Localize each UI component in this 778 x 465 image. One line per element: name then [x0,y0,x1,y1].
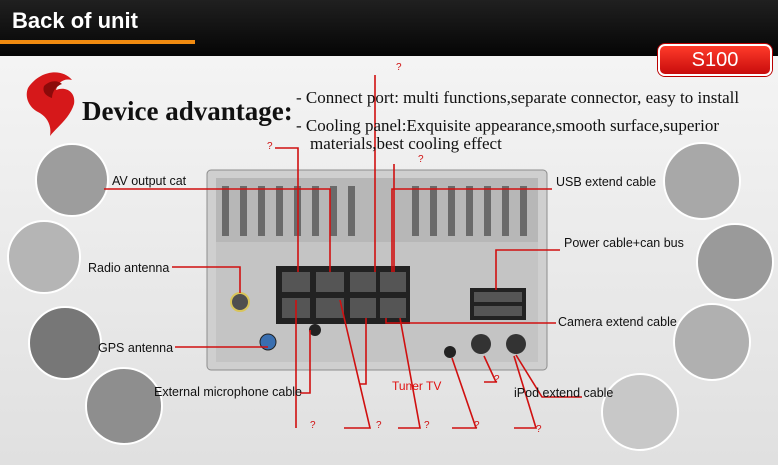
title-underline [0,40,195,44]
question-callout: ? [396,62,402,73]
gps-antenna-port [259,333,277,351]
usb-cable-thumbnail [663,142,741,220]
header-bar [0,0,778,56]
label-av-output: AV output cat [112,174,187,188]
question-callout: ? [310,420,316,431]
label-power-cable: Power cable+can bus [564,236,684,250]
callout-lines [104,75,582,429]
advantage-line-1: - Connect port: multi functions,separate… [296,88,740,107]
power-cable-thumbnail [696,223,774,301]
ipod-cable-thumbnail [601,373,679,451]
question-callout: ? [494,374,500,385]
model-badge: S100 [658,44,772,76]
label-radio-antenna: Radio antenna [88,261,170,275]
av-port [444,346,456,358]
page-title: Back of unit [12,8,138,33]
mic-port [309,324,321,336]
label-external-microphone: External microphone cable [154,385,302,399]
device-advantage-heading: Device advantage: [82,96,293,126]
camera-port [471,334,491,354]
question-callout: ? [474,420,480,431]
advantage-line-2: - Cooling panel:Exquisite appearance,smo… [296,116,719,135]
question-callout: ? [424,420,430,431]
label-usb-extend: USB extend cable [556,175,657,189]
label-gps-antenna: GPS antenna [98,341,174,355]
camera-cable-thumbnail [673,303,751,381]
microphone-thumbnail [85,367,163,445]
brand-logo-icon [26,72,75,136]
ipod-port [506,334,526,354]
advantage-line-3: materials,best cooling effect [310,134,502,153]
label-tuner-tv: Tuner TV [392,379,442,393]
radio-antenna-port [230,292,250,312]
gps-antenna-thumbnail [28,306,102,380]
question-callout: ? [376,420,382,431]
label-camera-extend: Camera extend cable [558,315,677,329]
question-callout: ? [267,141,273,152]
question-callout: ? [536,424,542,435]
question-callout: ? [418,154,424,165]
av-cable-thumbnail [35,143,109,217]
radio-antenna-thumbnail [7,220,81,294]
label-ipod-extend: iPod extend cable [514,386,614,400]
